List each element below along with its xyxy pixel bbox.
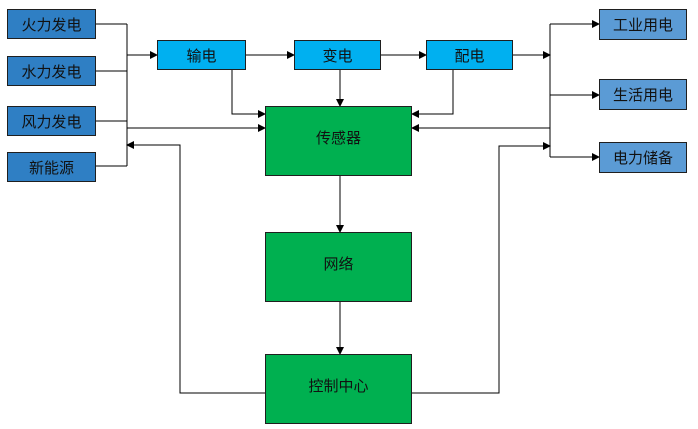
core-sensor: 传感器: [265, 106, 412, 176]
core-network: 网络: [265, 232, 412, 302]
source-thermal-power: 火力发电: [7, 9, 96, 39]
flow-substation: 变电: [294, 40, 381, 70]
source-wind-power: 风力发电: [7, 106, 96, 136]
consumer-power-reserve: 电力储备: [599, 142, 687, 173]
consumer-residential: 生活用电: [599, 79, 687, 110]
source-new-energy: 新能源: [7, 152, 96, 182]
flow-distribution: 配电: [426, 40, 513, 70]
source-hydro-power: 水力发电: [7, 56, 96, 86]
core-control-center: 控制中心: [265, 354, 412, 424]
flow-transmission: 输电: [157, 40, 246, 70]
consumer-industrial: 工业用电: [599, 9, 687, 40]
